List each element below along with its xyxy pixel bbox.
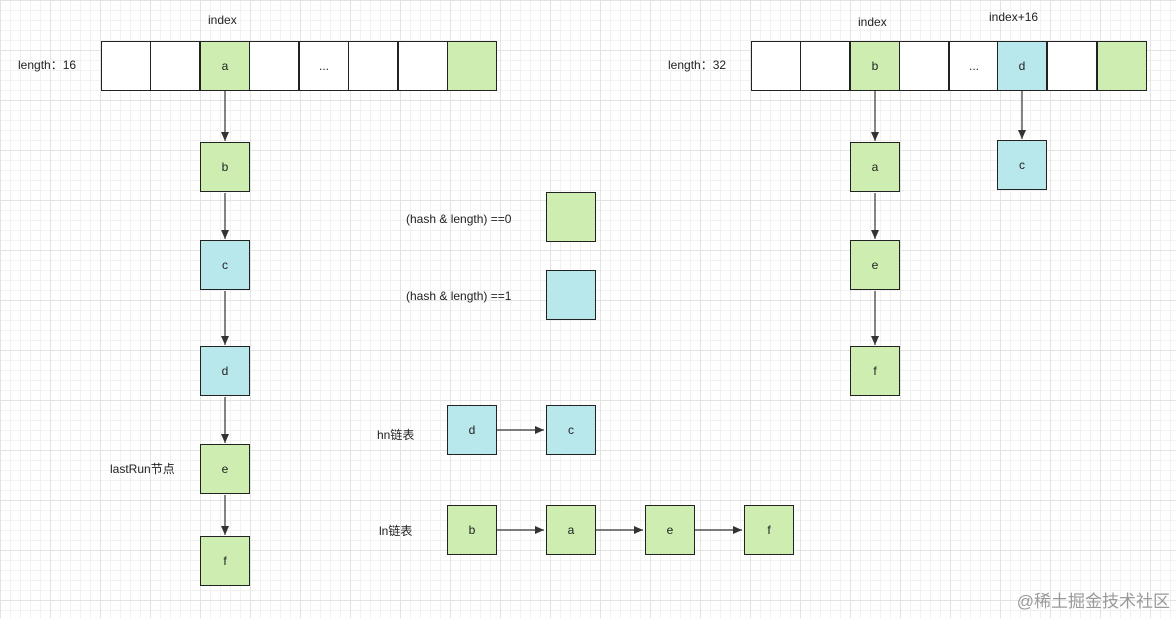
left-length-label: length：16: [18, 58, 77, 72]
left-array-cell-7: [447, 41, 497, 91]
hn-list-label: hn链表: [377, 428, 415, 442]
left-index-label: index: [208, 13, 237, 27]
right-length-label: length：32: [668, 58, 727, 72]
legend-green-swatch: [546, 192, 596, 242]
right-chain-node: e: [850, 240, 900, 290]
right-array-cell-6: [1047, 41, 1097, 91]
ln-list-node: e: [645, 505, 695, 555]
right-array-cell-1: [800, 41, 850, 91]
left-array-cell-6: [398, 41, 448, 91]
left-array-cell-5: [348, 41, 398, 91]
hn-list-node: c: [546, 405, 596, 455]
left-chain-node: c: [200, 240, 250, 290]
left-array-cell-3: [249, 41, 299, 91]
right-index16-label: index+16: [989, 10, 1039, 24]
legend-blue-swatch: [546, 270, 596, 320]
ln-list-node: b: [447, 505, 497, 555]
right-array-cell-0: [751, 41, 801, 91]
left-chain-node: b: [200, 142, 250, 192]
ln-list-label: ln链表: [379, 524, 413, 538]
right-chain-node: a: [850, 142, 900, 192]
right-array-cell-5: d: [997, 41, 1047, 91]
legend-blue-label: (hash & length) ==1: [406, 289, 512, 303]
left-array-cell-0: [101, 41, 151, 91]
left-chain-node: e: [200, 444, 250, 494]
left-chain-node: f: [200, 536, 250, 586]
left-array-cell-2: a: [200, 41, 250, 91]
right-array-cell-4: ...: [949, 41, 999, 91]
right-chain16-node: c: [997, 140, 1047, 190]
left-array-cell-4: ...: [299, 41, 349, 91]
right-array-cell-7: [1097, 41, 1147, 91]
watermark: @稀土掘金技术社区: [1016, 592, 1170, 611]
right-index-label: index: [858, 15, 887, 29]
ln-list-node: a: [546, 505, 596, 555]
left-chain-node: d: [200, 346, 250, 396]
ln-list-node: f: [744, 505, 794, 555]
right-array-cell-3: [899, 41, 949, 91]
hn-list-node: d: [447, 405, 497, 455]
last-run-label: lastRun节点: [110, 462, 175, 476]
left-array-cell-1: [150, 41, 200, 91]
right-chain-node: f: [850, 346, 900, 396]
legend-green-label: (hash & length) ==0: [406, 212, 512, 226]
right-array-cell-2: b: [850, 41, 900, 91]
